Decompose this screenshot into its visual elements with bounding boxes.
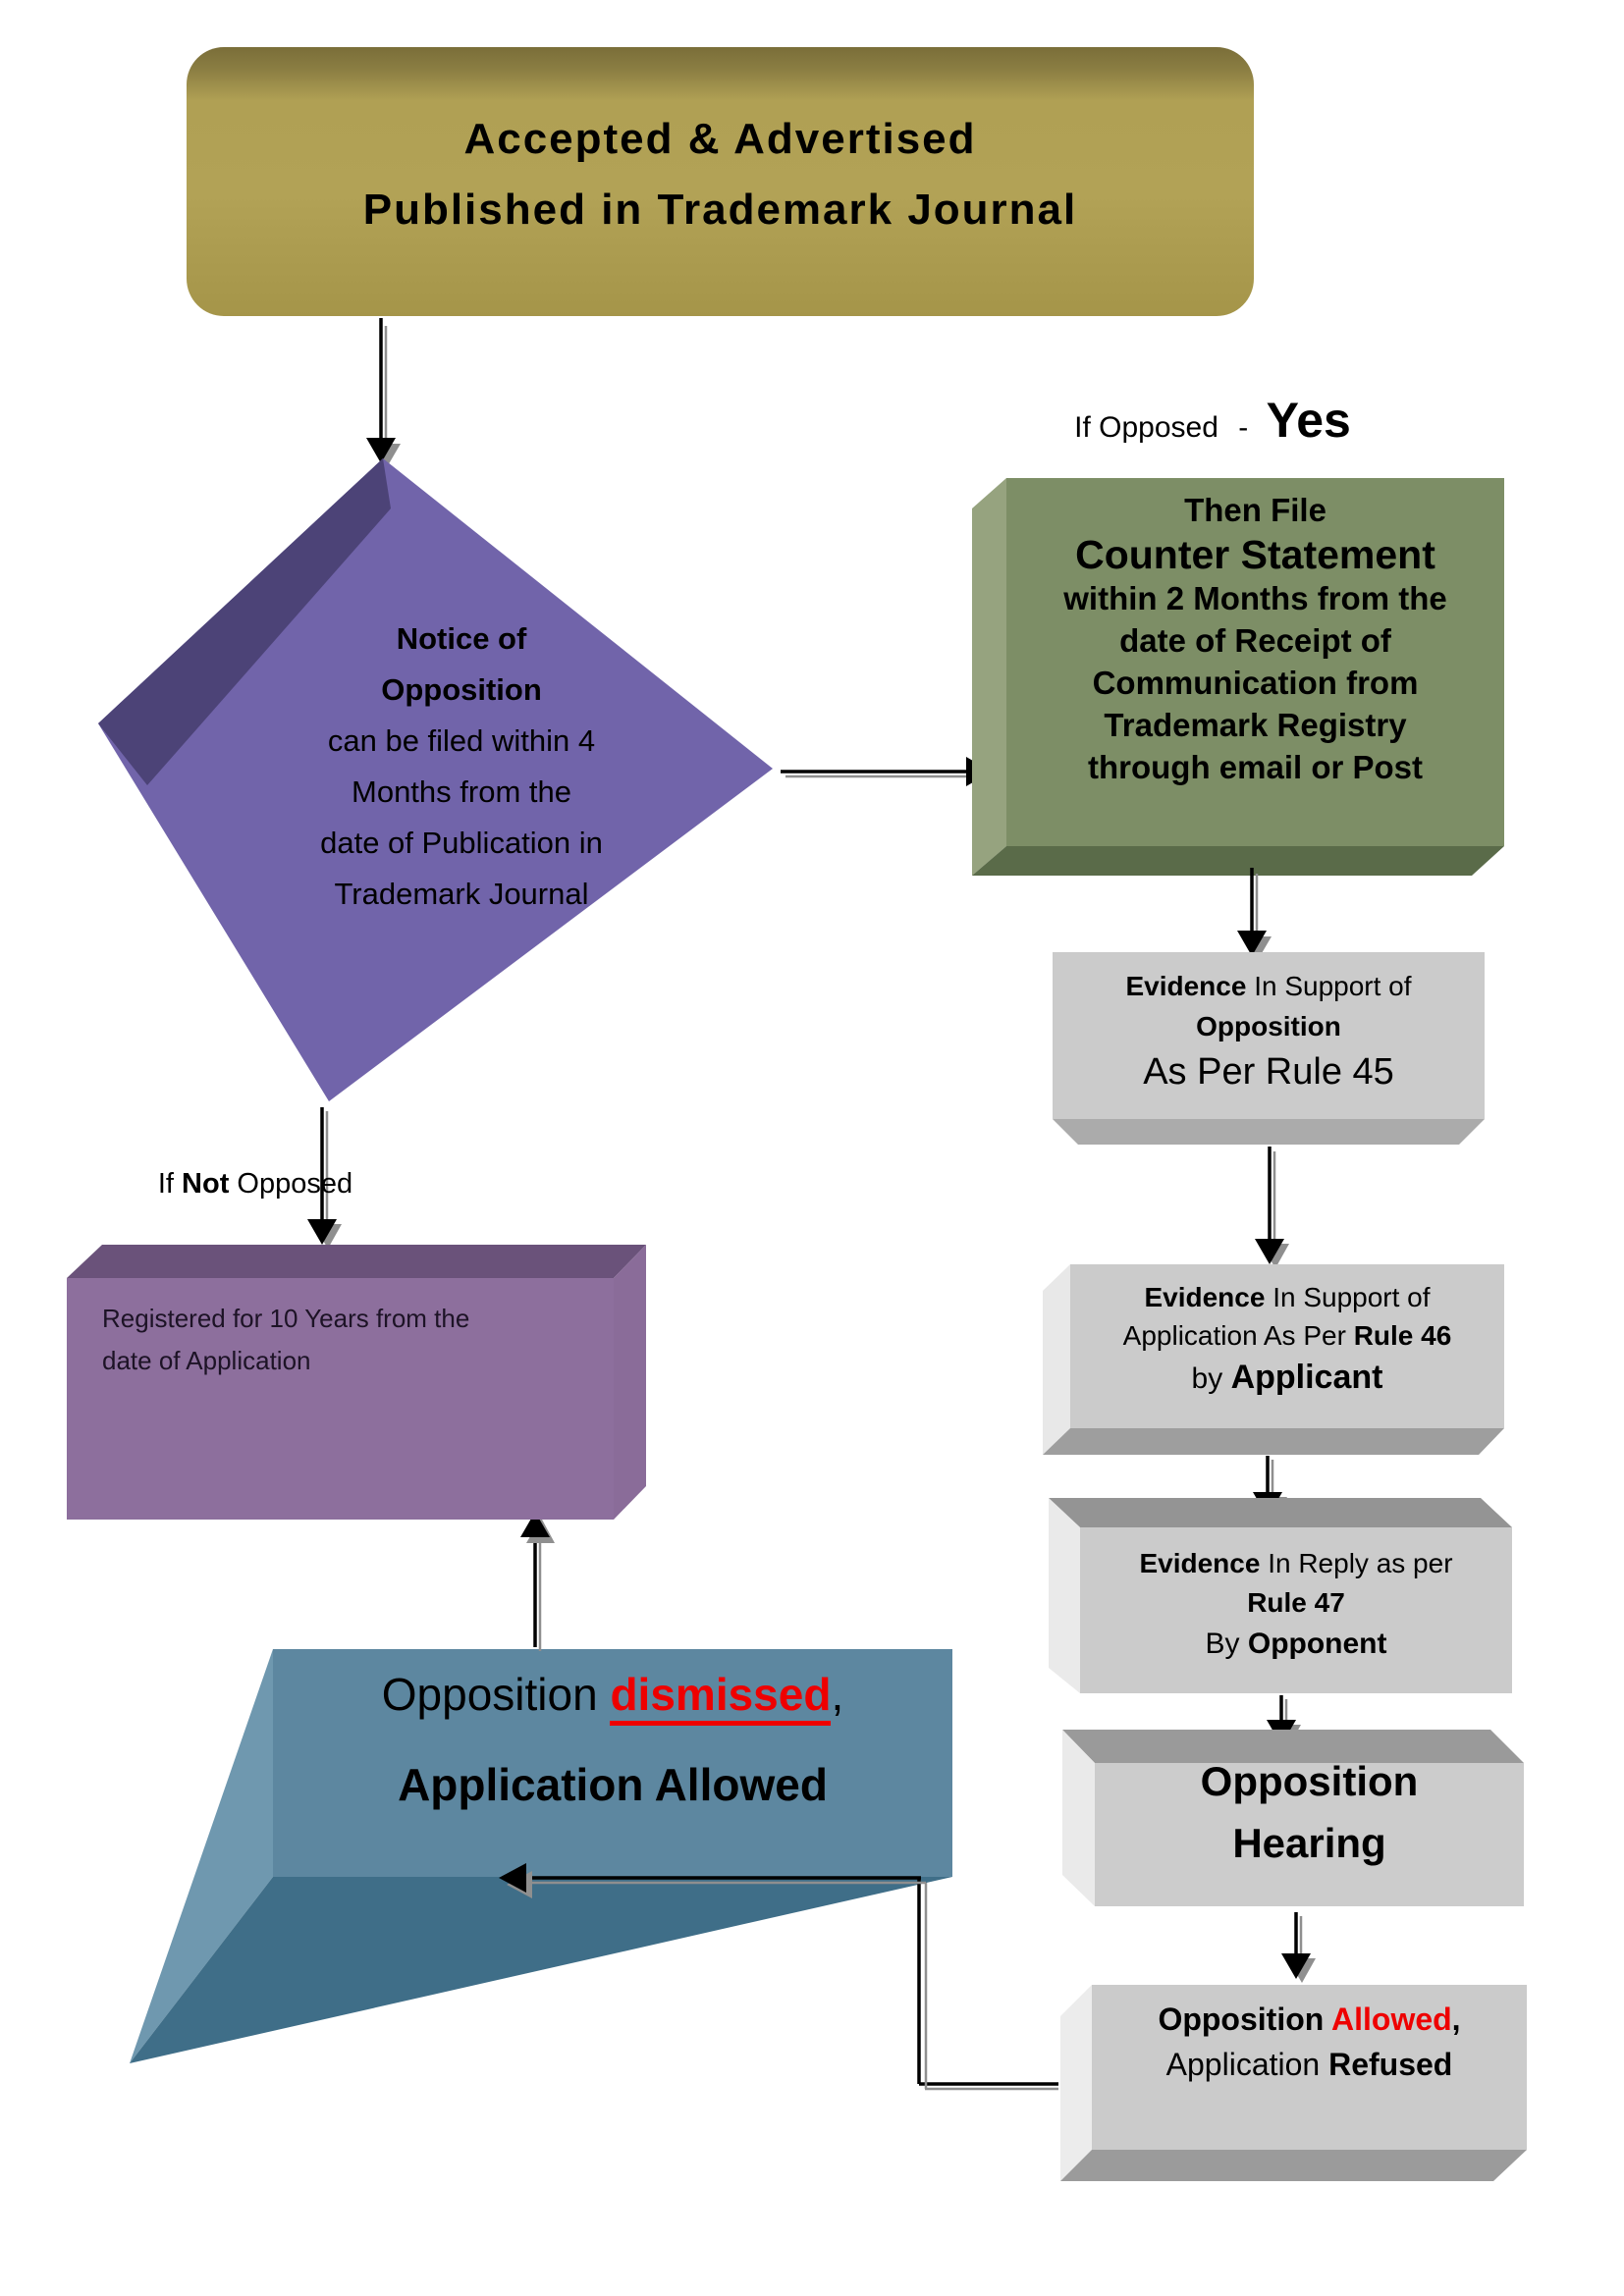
diamond-line3: can be filed within 4: [327, 723, 596, 758]
rule47-line1: Evidence In Reply as per: [1080, 1544, 1512, 1583]
opposition-dismissed-label: Opposition dismissed, Application Allowe…: [273, 1667, 952, 1812]
dismissed-line1-pre: Opposition: [381, 1669, 611, 1720]
rule46-line1-bold: Evidence: [1144, 1282, 1273, 1312]
registered-line1: Registered for 10 Years from the: [102, 1304, 470, 1333]
rule47-line1-bold: Evidence: [1139, 1548, 1269, 1578]
dismissed-line1-tail: ,: [831, 1669, 844, 1720]
rule46-line2-pre: Application As Per: [1122, 1320, 1354, 1351]
not-opposed-bold: Not: [182, 1168, 230, 1200]
arrow-rule45-to-rule46: [1255, 1147, 1289, 1268]
dismissed-line1-red: dismissed: [610, 1669, 832, 1726]
rule46-line2: Application As Per Rule 46: [1070, 1317, 1504, 1355]
counter-line6: Trademark Registry: [1104, 707, 1407, 743]
rule46-line1-rest: In Support of: [1272, 1282, 1431, 1312]
if-opposed-yes: Yes: [1266, 393, 1351, 448]
connector-refused-to-dismissed: [499, 1863, 1058, 2091]
counter-statement-node-shape: [972, 478, 1504, 876]
refused-line2: Application Refused: [1092, 2041, 1527, 2088]
rule45-line2: Opposition: [1196, 1011, 1341, 1041]
rule46-line2-bold: Rule 46: [1353, 1320, 1452, 1351]
accepted-node-shape: [187, 47, 1254, 316]
rule45-line1: Evidence In Support of: [1053, 967, 1485, 1006]
rule46-line1: Evidence In Support of: [1070, 1278, 1504, 1317]
registered-node-label: Registered for 10 Years from the date of…: [102, 1298, 593, 1382]
registered-node-shape: [67, 1245, 646, 1520]
counter-line7: through email or Post: [1087, 749, 1424, 785]
diamond-line5: date of Publication in: [320, 826, 603, 860]
rule46-line3-bold: Applicant: [1230, 1359, 1383, 1396]
notice-of-opposition-diamond-shape: [98, 458, 773, 1101]
rule46-line3: by Applicant: [1070, 1355, 1504, 1402]
refused-line1-tail: ,: [1451, 2002, 1461, 2037]
if-not-opposed-label: If Not Opposed: [118, 1166, 393, 1201]
rule47-line1-rest: In Reply as per: [1268, 1548, 1453, 1578]
opposition-dismissed-node-shape: [130, 1649, 952, 2063]
counter-line3: within 2 Months from the: [1063, 580, 1447, 616]
opposition-allowed-label: Opposition Allowed, Application Refused: [1092, 1998, 1527, 2088]
accepted-node-label: Accepted & Advertised Published in Trade…: [187, 104, 1254, 245]
evidence-rule45-node-shape: [1053, 952, 1485, 1145]
if-opposed-yes-label: If Opposed - Yes: [982, 389, 1443, 452]
registered-line2: date of Application: [102, 1346, 311, 1375]
counter-line2: Counter Statement: [1075, 532, 1435, 577]
if-opposed-dash: -: [1238, 411, 1249, 444]
diamond-line2: Opposition: [381, 672, 542, 707]
arrow-hearing-to-refused: [1281, 1912, 1316, 1983]
refused-line1-red: Allowed: [1331, 2002, 1452, 2037]
arrow-counter-to-rule45: [1237, 868, 1272, 960]
evidence-rule47-node-shape: [1049, 1498, 1512, 1693]
if-opposed-text: If Opposed: [1074, 411, 1218, 444]
counter-statement-label: Then File Counter Statement within 2 Mon…: [1006, 489, 1504, 788]
rule47-line3-bold: Opponent: [1247, 1628, 1387, 1660]
diamond-line1: Notice of: [396, 621, 527, 656]
evidence-rule45-label: Evidence In Support of Opposition As Per…: [1053, 967, 1485, 1096]
rule47-line3-pre: By: [1205, 1628, 1248, 1660]
arrow-accepted-to-diamond: [366, 318, 401, 467]
dismissed-line1: Opposition dismissed,: [273, 1667, 952, 1726]
diamond-line6: Trademark Journal: [334, 877, 589, 911]
refused-line2-bold: Refused: [1328, 2047, 1453, 2082]
refused-line1: Opposition Allowed,: [1092, 1998, 1527, 2041]
rule47-line2: Rule 47: [1247, 1587, 1345, 1618]
arrow-dismissed-to-registered: [520, 1512, 555, 1651]
rule46-line3-pre: by: [1191, 1362, 1231, 1395]
arrow-diamond-to-counter: [781, 757, 997, 792]
counter-line5: Communication from: [1092, 665, 1419, 701]
opposition-hearing-label: Opposition Hearing: [1095, 1757, 1524, 1868]
counter-line4: date of Receipt of: [1119, 622, 1391, 659]
hearing-line1: Opposition: [1200, 1758, 1419, 1804]
accepted-line1: Accepted & Advertised: [463, 115, 977, 163]
not-opposed-post: Opposed: [229, 1168, 353, 1200]
rule45-line1-bold: Evidence: [1125, 971, 1255, 1001]
accepted-line2: Published in Trademark Journal: [362, 186, 1078, 234]
arrow-diamond-to-registered: [307, 1107, 342, 1249]
diamond-line4: Months from the: [352, 774, 571, 809]
refused-line2-pre: Application: [1165, 2047, 1329, 2082]
notice-of-opposition-label: Notice of Opposition can be filed within…: [245, 614, 677, 920]
rule47-line3: By Opponent: [1080, 1622, 1512, 1666]
hearing-line2: Hearing: [1232, 1820, 1386, 1866]
rule45-line1-rest: In Support of: [1254, 971, 1412, 1001]
evidence-rule46-label: Evidence In Support of Application As Pe…: [1070, 1278, 1504, 1402]
counter-line1: Then File: [1184, 492, 1326, 528]
rule45-line3: As Per Rule 45: [1143, 1051, 1394, 1093]
dismissed-line2: Application Allowed: [398, 1759, 828, 1810]
evidence-rule46-node-shape: [1043, 1264, 1504, 1455]
not-opposed-pre: If: [157, 1168, 183, 1200]
opposition-allowed-node-shape: [1060, 1985, 1527, 2181]
refused-line1-bold: Opposition: [1158, 2002, 1331, 2037]
opposition-hearing-node-shape: [1062, 1730, 1524, 1906]
evidence-rule47-label: Evidence In Reply as per Rule 47 By Oppo…: [1080, 1544, 1512, 1666]
